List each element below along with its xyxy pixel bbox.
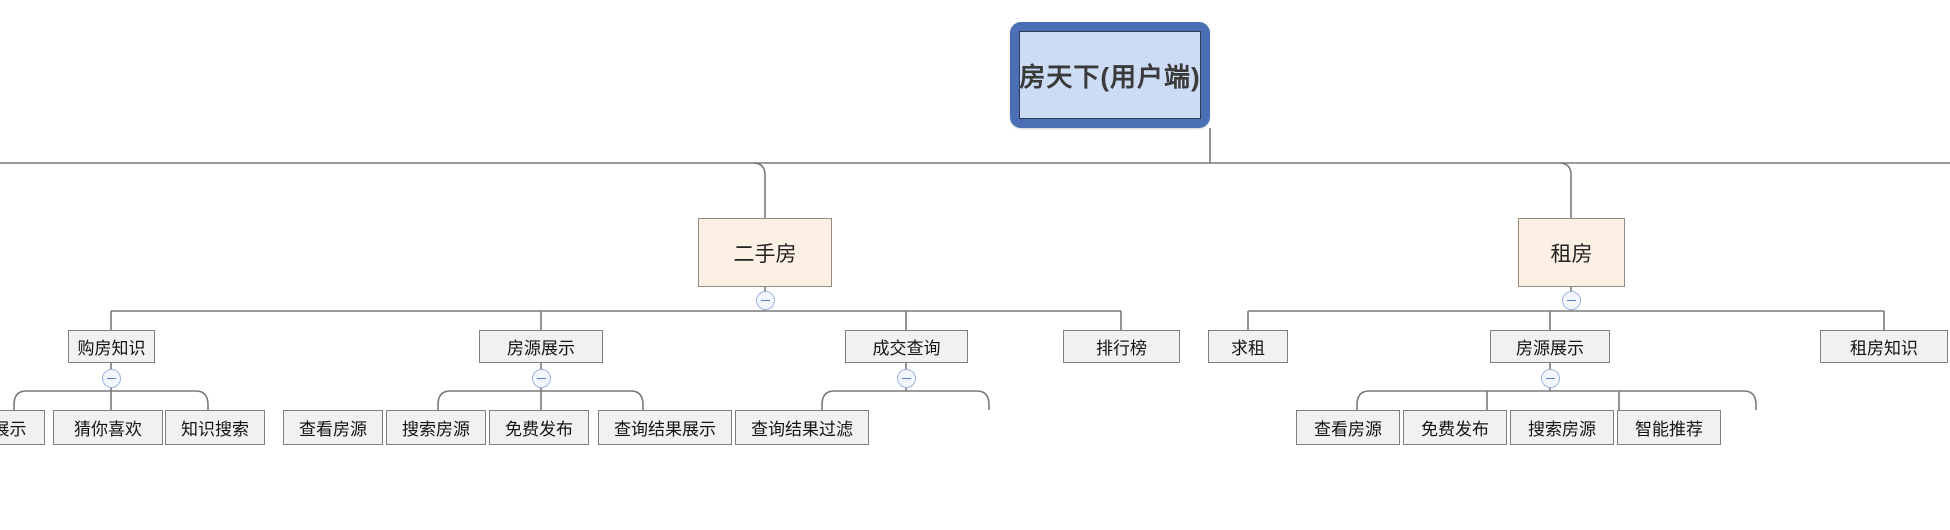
minus-bar bbox=[537, 377, 546, 380]
minus-bar bbox=[902, 377, 911, 380]
leaf-zhinengtuijian[interactable]: 智能推荐 bbox=[1617, 410, 1721, 445]
node-ershoufang[interactable]: 二手房 bbox=[698, 218, 832, 287]
leaf-chakanfangyuan-zufang[interactable]: 查看房源 bbox=[1296, 410, 1400, 445]
collapse-minus-icon-chengjiaochaxun[interactable] bbox=[897, 369, 916, 388]
root-node-label: 房天下(用户端) bbox=[1019, 31, 1201, 119]
node-goufangzhishi[interactable]: 购房知识 bbox=[68, 330, 155, 363]
leaf-chaxunjieguoguolv[interactable]: 查询结果过滤 bbox=[735, 410, 869, 445]
leaf-chaxunjieguozhanshi[interactable]: 查询结果展示 bbox=[598, 410, 732, 445]
node-qiuzu[interactable]: 求租 bbox=[1208, 330, 1288, 363]
leaf-zhanshi[interactable]: 展示 bbox=[0, 410, 45, 445]
node-paihangbang[interactable]: 排行榜 bbox=[1063, 330, 1180, 363]
collapse-minus-icon-zufang[interactable] bbox=[1562, 291, 1581, 310]
node-fangyuanzhanshi-zufang[interactable]: 房源展示 bbox=[1490, 330, 1610, 363]
root-node[interactable]: 房天下(用户端) bbox=[1010, 22, 1210, 128]
leaf-sousuofangyuan-ershoufang[interactable]: 搜索房源 bbox=[386, 410, 486, 445]
leaf-mianfeifabu-ershoufang[interactable]: 免费发布 bbox=[489, 410, 589, 445]
leaf-zhishisousuo[interactable]: 知识搜索 bbox=[165, 410, 265, 445]
collapse-minus-icon-fangyuanzhanshi-zufang[interactable] bbox=[1541, 369, 1560, 388]
leaf-sousuofangyuan-zufang[interactable]: 搜索房源 bbox=[1510, 410, 1614, 445]
node-chengjiaochaxun[interactable]: 成交查询 bbox=[845, 330, 968, 363]
leaf-mianfeifabu-zufang[interactable]: 免费发布 bbox=[1403, 410, 1507, 445]
collapse-minus-icon-ershoufang[interactable] bbox=[756, 291, 775, 310]
node-fangyuanzhanshi-ershoufang[interactable]: 房源展示 bbox=[479, 330, 603, 363]
minus-bar bbox=[1546, 377, 1555, 380]
minus-bar bbox=[1567, 299, 1576, 302]
collapse-minus-icon-fangyuanzhanshi-ershoufang[interactable] bbox=[532, 369, 551, 388]
node-zufang[interactable]: 租房 bbox=[1518, 218, 1625, 287]
leaf-chakanfangyuan-ershoufang[interactable]: 查看房源 bbox=[283, 410, 383, 445]
minus-bar bbox=[761, 299, 770, 302]
leaf-cainixihuan[interactable]: 猜你喜欢 bbox=[53, 410, 163, 445]
node-zufangzhishi[interactable]: 租房知识 bbox=[1820, 330, 1948, 363]
minus-bar bbox=[107, 377, 116, 380]
collapse-minus-icon-goufangzhishi[interactable] bbox=[102, 369, 121, 388]
